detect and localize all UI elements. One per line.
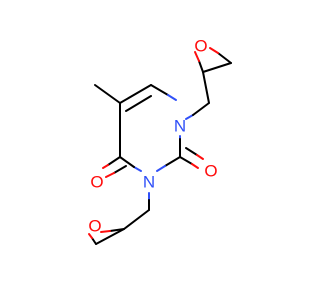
bond-epoxide-cc-lower (95, 228, 125, 245)
atom-n1-label: N (174, 117, 186, 136)
atom-o-upper-epoxide-label: O (194, 37, 207, 56)
bond-n3-c4-carbon (119, 156, 135, 168)
bond-n1-ch2-carbon (192, 102, 210, 116)
atom-o-c4-carbonyl-label: O (90, 173, 103, 192)
bond-epoxide-c2-o-lower (91, 237, 97, 245)
bond-c2-n3-carbon (164, 156, 181, 167)
c2-carbonyl (179, 147, 204, 169)
atom-o-lower-epoxide-label: O (88, 217, 101, 236)
bond-c4-o-oxygen (102, 164, 109, 169)
bond-c4-o-double (113, 165, 127, 174)
lower-glycidyl-group (88, 192, 150, 245)
bond-epoxide-c1-o-lower-oxygen (100, 230, 111, 233)
bond-c2-o (179, 156, 193, 165)
bond-c2-o-double (185, 147, 198, 156)
bond-c2-n3-nitrogen (156, 165, 166, 172)
bond-c2-o-oxygen (191, 163, 199, 169)
bond-c5-methyl (94, 84, 121, 104)
bond-epoxide-c1-o-upper-oxygen (194, 51, 200, 62)
bond-c5-c6 (119, 84, 152, 104)
bond-c4-o (107, 156, 121, 166)
bond-c6-n1-carbon (150, 84, 169, 96)
bond-n1-ch2-nitrogen (185, 114, 194, 120)
upper-glycidyl-group (185, 47, 232, 120)
bond-c5-c6-double (125, 95, 152, 112)
molecule-structure: N N O O O O (88, 37, 232, 245)
c4-carbonyl (102, 156, 127, 178)
bond-n3-c4-nitrogen (133, 166, 142, 172)
atom-o-c2-carbonyl-label: O (204, 162, 217, 181)
pyrimidine-ring (119, 84, 181, 172)
bond-c2-o-double-oxygen (196, 154, 204, 160)
bond-epoxide-c1-o-lower (109, 228, 125, 232)
bond-epoxide-c2-o-upper-oxygen (209, 47, 219, 54)
bond-ch2-epoxide (202, 71, 210, 104)
bond-epoxide-c2-o-upper (217, 52, 232, 64)
bond-ch2-epoxide-lower (123, 209, 150, 230)
bond-c6-n1-nitrogen (167, 94, 177, 101)
atom-n3-label: N (143, 173, 155, 192)
bond-epoxide-cc-upper (202, 62, 232, 73)
bond-epoxide-c2-o-lower-oxygen (88, 233, 93, 239)
bond-epoxide-c1-o-upper (198, 60, 204, 73)
bond-c4-o-double-oxygen (105, 172, 115, 178)
